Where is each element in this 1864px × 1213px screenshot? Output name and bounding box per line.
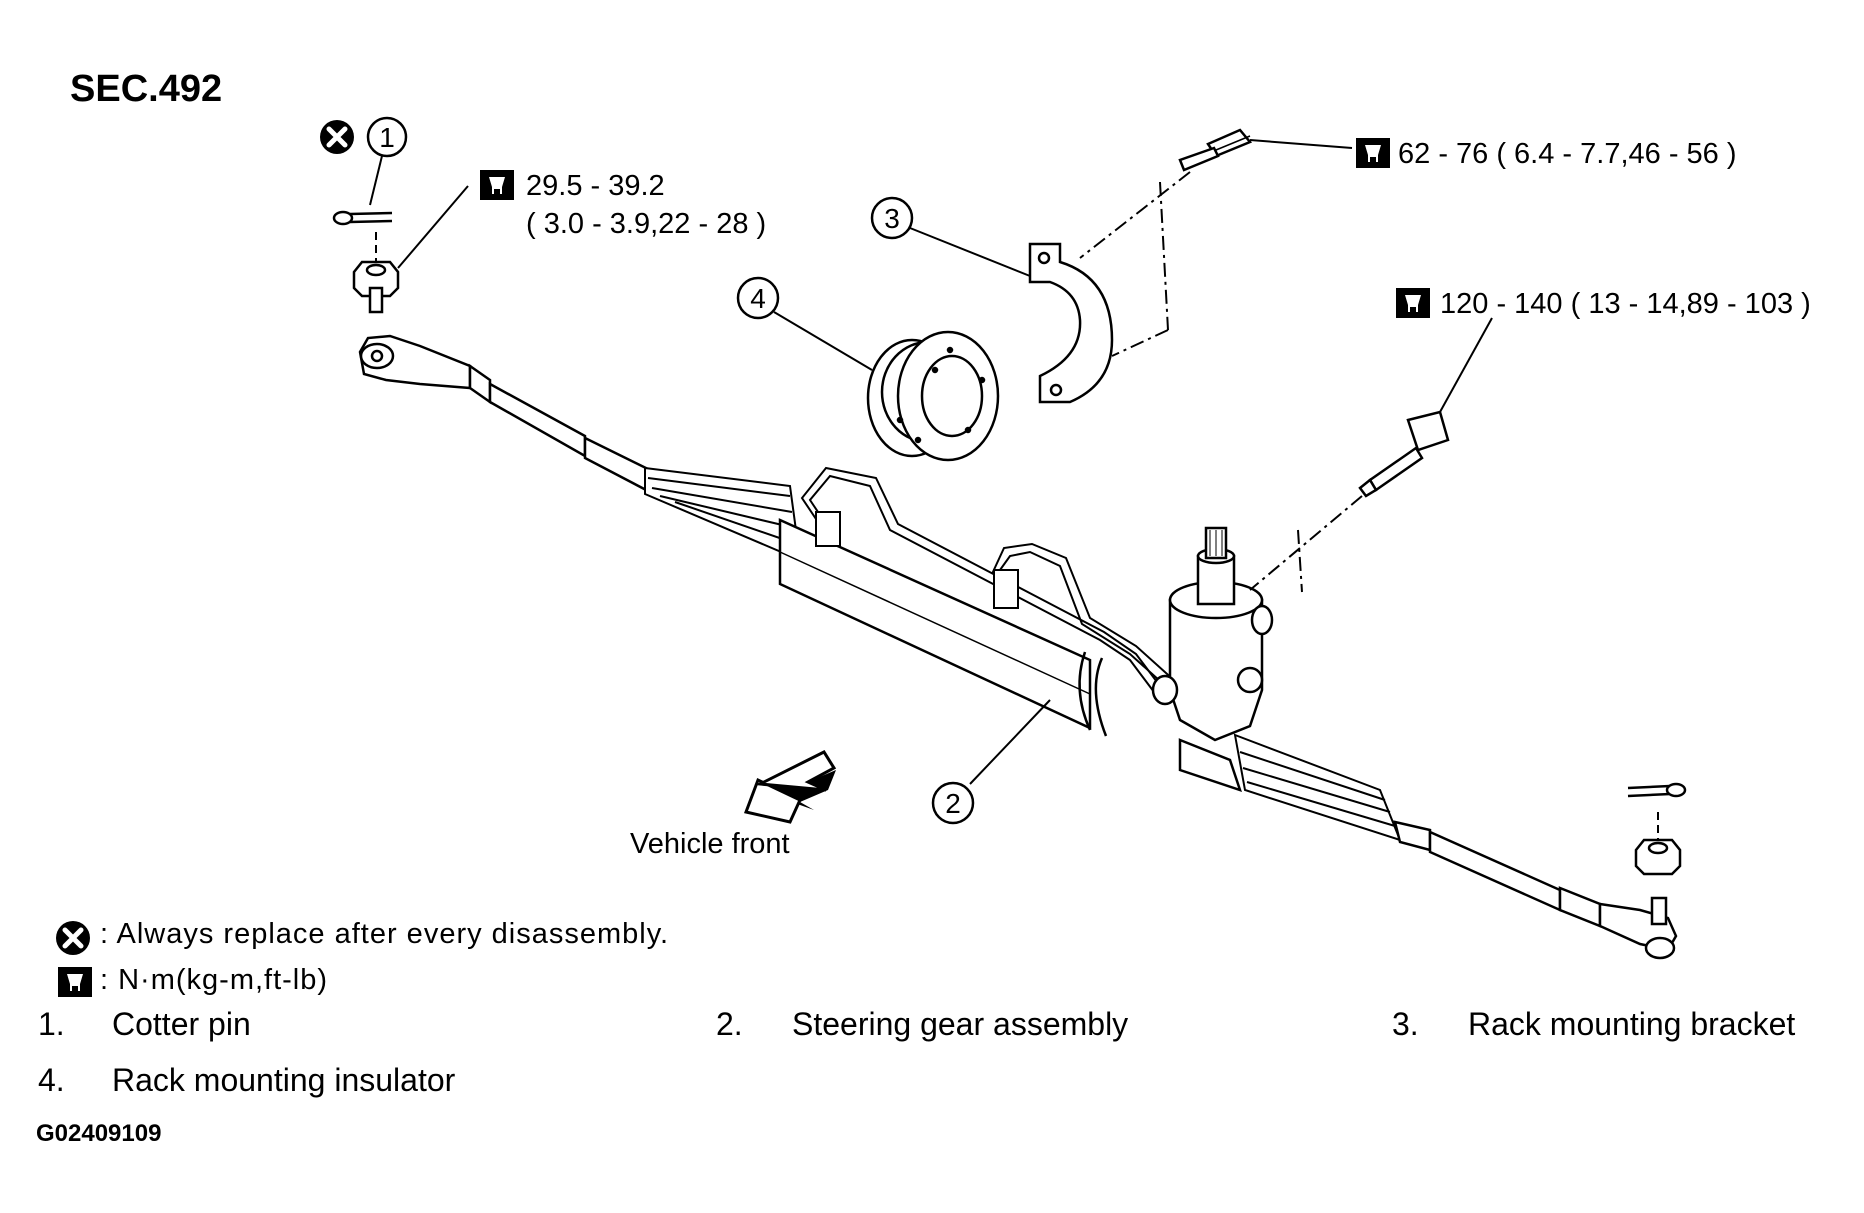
svg-text:1: 1: [379, 122, 395, 153]
torque-icon-gear: [1396, 288, 1430, 318]
cotter-pin-right: [1627, 782, 1687, 798]
tie-rod-left: [468, 363, 652, 495]
callout-3: 3: [870, 196, 1031, 277]
figure-code: G02409109: [36, 1120, 162, 1147]
part-2-name: Steering gear assembly: [792, 1006, 1129, 1042]
castle-nut-left: [352, 260, 400, 298]
part-3-number: 3.: [1392, 1006, 1419, 1042]
svg-text:3: 3: [884, 203, 900, 234]
castle-nut-right: [1634, 838, 1682, 876]
callout-1: 1: [366, 116, 408, 206]
rack-mounting-bracket: [1028, 242, 1114, 404]
torque-icon-bracket: [1356, 138, 1390, 168]
part-1-name: Cotter pin: [112, 1006, 251, 1042]
svg-text:2: 2: [945, 788, 961, 819]
torque-tierod-line2: ( 3.0 - 3.9,22 - 28 ): [526, 208, 767, 240]
torque-icon-legend: [58, 967, 92, 997]
legend-units: : N·m(kg-m,ft-lb): [100, 964, 329, 996]
boot-left: [644, 466, 802, 562]
part-4-number: 4.: [38, 1062, 65, 1098]
part-4-name: Rack mounting insulator: [112, 1062, 456, 1098]
vehicle-front-label: Vehicle front: [630, 828, 790, 860]
replace-icon-callout1: [320, 120, 354, 154]
hydraulic-lines: [800, 466, 1177, 701]
vehicle-front-arrow: [743, 750, 837, 824]
boot-right: [1233, 733, 1402, 842]
callout-2: 2: [931, 699, 1051, 825]
svg-text:4: 4: [750, 283, 766, 314]
rack-mounting-insulator: [866, 330, 1000, 462]
torque-icon-tierod: [480, 170, 514, 200]
tie-rod-end-right: [1598, 896, 1678, 960]
tie-rod-right: [1393, 820, 1602, 928]
part-2-number: 2.: [716, 1006, 743, 1042]
tie-rod-end-left: [358, 286, 472, 390]
torque-tierod-line1: 29.5 - 39.2: [526, 170, 665, 202]
callout-4: 4: [736, 276, 873, 371]
part-3-name: Rack mounting bracket: [1468, 1006, 1796, 1042]
part-1-number: 1.: [38, 1006, 65, 1042]
torque-bracket-bolt: 62 - 76 ( 6.4 - 7.7,46 - 56 ): [1398, 138, 1737, 170]
gear-housing: [1151, 526, 1274, 792]
gear-leader-lines: [1249, 317, 1493, 593]
cotter-pin-left: [332, 210, 393, 226]
torque-gear-bolt: 120 - 140 ( 13 - 14,89 - 103 ): [1440, 288, 1811, 320]
bracket-bolt: [1178, 128, 1253, 172]
legend-replace: : Always replace after every disassembly…: [100, 918, 670, 950]
section-title: SEC.492: [70, 68, 223, 110]
rack-tube: [778, 518, 1108, 737]
replace-icon-legend: [56, 921, 90, 955]
bracket-leader-lines: [1079, 139, 1353, 357]
gear-mount-bolt: [1358, 410, 1450, 498]
